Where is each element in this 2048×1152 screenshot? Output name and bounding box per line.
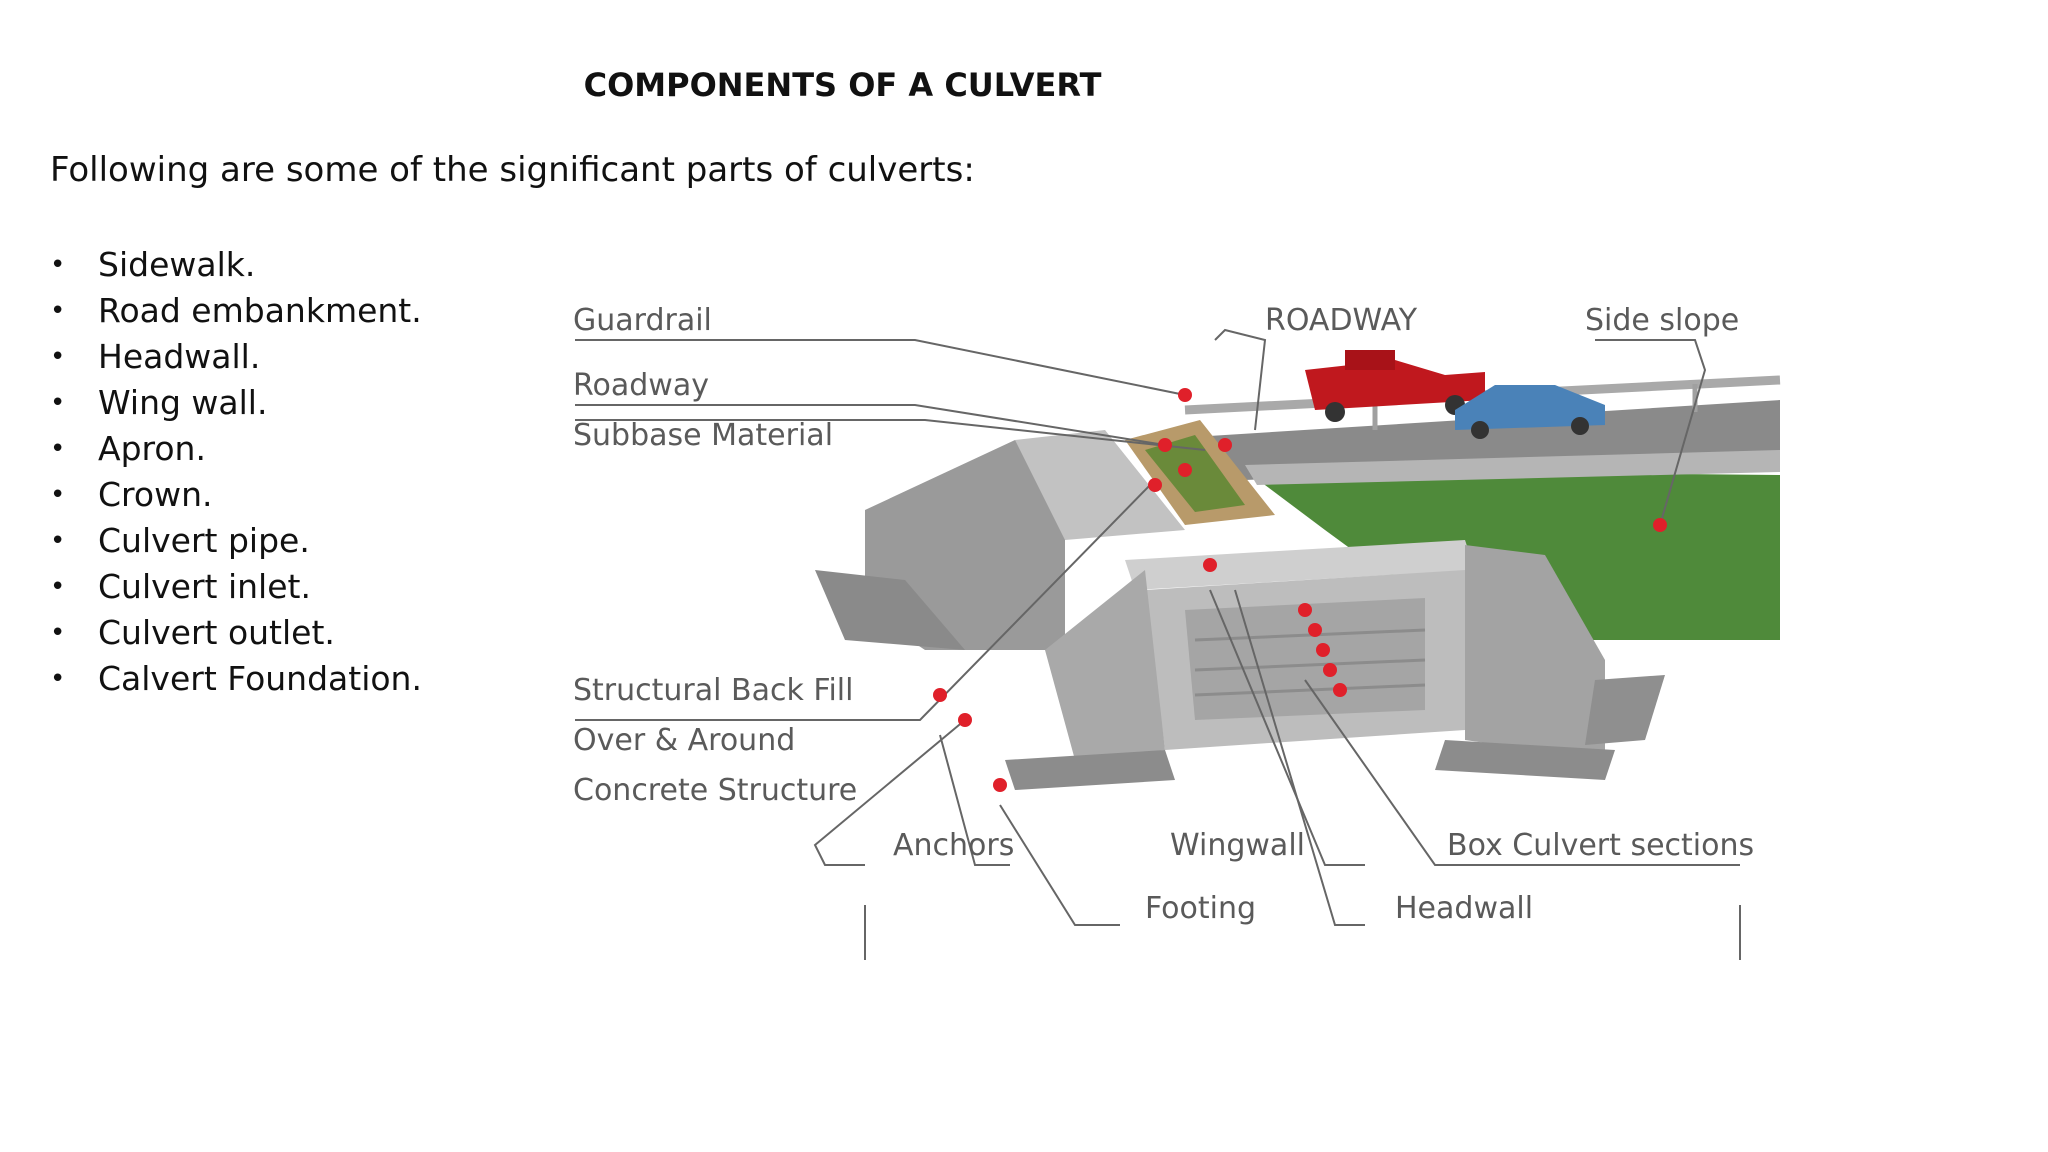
roadway-edge	[1245, 450, 1780, 485]
list-item-label: Calvert Foundation.	[98, 659, 422, 698]
box-culvert-interior	[1185, 598, 1425, 720]
box-culvert-top	[1125, 540, 1475, 590]
marker-dot	[1158, 438, 1172, 452]
label-guardrail: Guardrail	[573, 303, 712, 338]
subbase-layer	[1145, 435, 1245, 512]
list-item-label: Culvert pipe.	[98, 521, 310, 560]
leader-line	[813, 719, 966, 866]
leader-line	[999, 804, 1120, 926]
truck-body	[1305, 360, 1485, 410]
marker-dot	[1653, 518, 1667, 532]
label-backfill-3: Concrete Structure	[573, 773, 857, 808]
list-item: • Culvert pipe.	[50, 518, 422, 564]
right-apron	[1585, 675, 1665, 745]
label-roadway: Roadway	[573, 368, 709, 403]
list-item: • Road embankment.	[50, 288, 422, 334]
marker-dot	[1323, 663, 1337, 677]
leader-line	[575, 339, 1186, 396]
leader-line	[1595, 339, 1707, 526]
bullet-icon: •	[50, 388, 66, 418]
list-item: • Culvert inlet.	[50, 564, 422, 610]
marker-dot	[1298, 603, 1312, 617]
label-footing: Footing	[1145, 891, 1256, 926]
bullet-icon: •	[50, 480, 66, 510]
leader-line	[1234, 589, 1365, 926]
list-item: • Sidewalk.	[50, 242, 422, 288]
section-joint	[1194, 658, 1426, 672]
marker-dot	[1203, 558, 1217, 572]
marker-dot	[1178, 463, 1192, 477]
list-item-label: Apron.	[98, 429, 206, 468]
leader-line	[575, 479, 1156, 721]
list-item: • Calvert Foundation.	[50, 656, 422, 702]
bullet-icon: •	[50, 250, 66, 280]
list-item: • Crown.	[50, 472, 422, 518]
intro-text: Following are some of the significant pa…	[50, 150, 975, 190]
marker-dot	[1218, 438, 1232, 452]
label-backfill-2: Over & Around	[573, 723, 795, 758]
truck-cab	[1345, 350, 1395, 370]
bullet-icon: •	[50, 664, 66, 694]
marker-dot	[1308, 623, 1322, 637]
culvert-diagram-svg: Guardrail ROADWAY Side slope Roadway Sub…	[573, 303, 1781, 960]
list-item: • Apron.	[50, 426, 422, 472]
label-wingwall: Wingwall	[1170, 828, 1305, 863]
footing-slab-right	[1435, 740, 1615, 780]
marker-dot	[993, 778, 1007, 792]
leader-line	[575, 404, 1166, 446]
right-wingwall	[1465, 545, 1605, 760]
footing-slab	[1005, 750, 1175, 790]
bullet-icon: •	[50, 296, 66, 326]
leader-line	[1304, 679, 1740, 866]
car-body	[1455, 385, 1605, 430]
leader-lines	[575, 328, 1741, 960]
bullet-icon: •	[50, 572, 66, 602]
bullet-icon: •	[50, 526, 66, 556]
truck-wheel	[1325, 402, 1345, 422]
list-item-label: Culvert outlet.	[98, 613, 335, 652]
slide-title: COMPONENTS OF A CULVERT	[583, 66, 1102, 104]
bullet-icon: •	[50, 618, 66, 648]
section-joint	[1194, 628, 1426, 642]
label-subbase: Subbase Material	[573, 418, 833, 453]
list-item: • Culvert outlet.	[50, 610, 422, 656]
leader-line	[575, 419, 1206, 451]
leader-line	[1209, 589, 1365, 866]
list-item-label: Crown.	[98, 475, 213, 514]
marker-dots	[933, 388, 1667, 792]
bullet-icon: •	[50, 342, 66, 372]
left-apron	[815, 570, 965, 650]
leader-line	[939, 734, 1010, 866]
front-wingwall	[1045, 570, 1165, 760]
marker-dot	[933, 688, 947, 702]
list-item-label: Road embankment.	[98, 291, 422, 330]
label-box-culvert-sections: Box Culvert sections	[1447, 828, 1754, 863]
list-item-label: Wing wall.	[98, 383, 268, 422]
list-item: • Headwall.	[50, 334, 422, 380]
left-wingwall-top	[1015, 430, 1185, 540]
leader-line	[1214, 328, 1267, 431]
marker-dot	[1178, 388, 1192, 402]
label-anchors: Anchors	[893, 828, 1014, 863]
marker-dot	[1148, 478, 1162, 492]
culvert-parts-list: •Sidewalk. •Road embankment. •Headwall. …	[50, 242, 422, 702]
section-joint	[1194, 683, 1426, 697]
label-headwall: Headwall	[1395, 891, 1533, 926]
list-item-label: Sidewalk.	[98, 245, 256, 284]
marker-dot	[958, 713, 972, 727]
bullet-icon: •	[50, 434, 66, 464]
label-roadway-top: ROADWAY	[1265, 303, 1418, 338]
car-wheel	[1471, 421, 1489, 439]
list-item-label: Culvert inlet.	[98, 567, 311, 606]
label-backfill-1: Structural Back Fill	[573, 673, 853, 708]
list-item: • Wing wall.	[50, 380, 422, 426]
marker-dot	[1333, 683, 1347, 697]
list-item-label: Headwall.	[98, 337, 261, 376]
marker-dot	[1316, 643, 1330, 657]
culvert-diagram: Guardrail ROADWAY Side slope Roadway Sub…	[545, 280, 1795, 960]
car-wheel	[1571, 417, 1589, 435]
label-side-slope: Side slope	[1585, 303, 1739, 338]
